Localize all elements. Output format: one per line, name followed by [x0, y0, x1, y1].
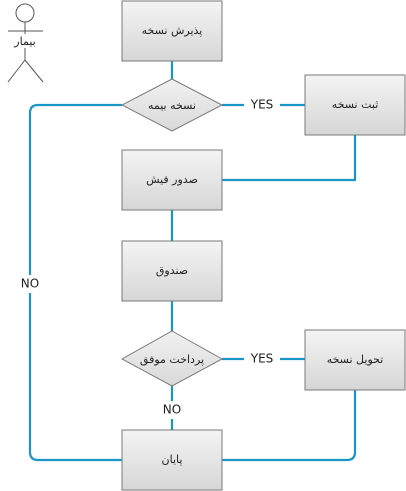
edge-deliver-to-end	[222, 390, 357, 462]
node-reception-label: پذیرش نسخه	[142, 24, 203, 37]
node-deliver: تحویل نسخه	[304, 329, 406, 391]
node-payment-check-label: پرداخت موفق	[140, 353, 204, 367]
edge-label-payment-yes: YES	[250, 352, 274, 366]
edge-label-insurance-no: NO	[21, 277, 39, 291]
node-invoice-label: صدور فیش	[146, 173, 198, 186]
node-cashier: صندوق	[121, 240, 223, 302]
node-end-label: پایان	[162, 453, 183, 466]
edge-register-to-invoice	[221, 135, 357, 182]
node-cashier-label: صندوق	[156, 264, 188, 277]
node-end: پایان	[121, 429, 223, 491]
actor-figure: بیمار	[7, 3, 44, 83]
node-invoice: صدور فیش	[121, 149, 223, 211]
node-payment-check: پرداخت موفق	[120, 330, 224, 387]
node-register-label: ثبت نسخه	[332, 98, 379, 111]
edge-label-insurance-yes: YES	[250, 98, 274, 112]
node-deliver-label: تحویل نسخه	[327, 353, 384, 366]
actor-label: بیمار	[13, 35, 35, 48]
node-insurance-check: نسخه بیمه	[120, 78, 224, 132]
node-register: ثبت نسخه	[304, 74, 406, 136]
node-reception: پذیرش نسخه	[121, 0, 223, 62]
node-insurance-check-label: نسخه بیمه	[148, 99, 196, 112]
edge-label-payment-no: NO	[163, 403, 181, 417]
